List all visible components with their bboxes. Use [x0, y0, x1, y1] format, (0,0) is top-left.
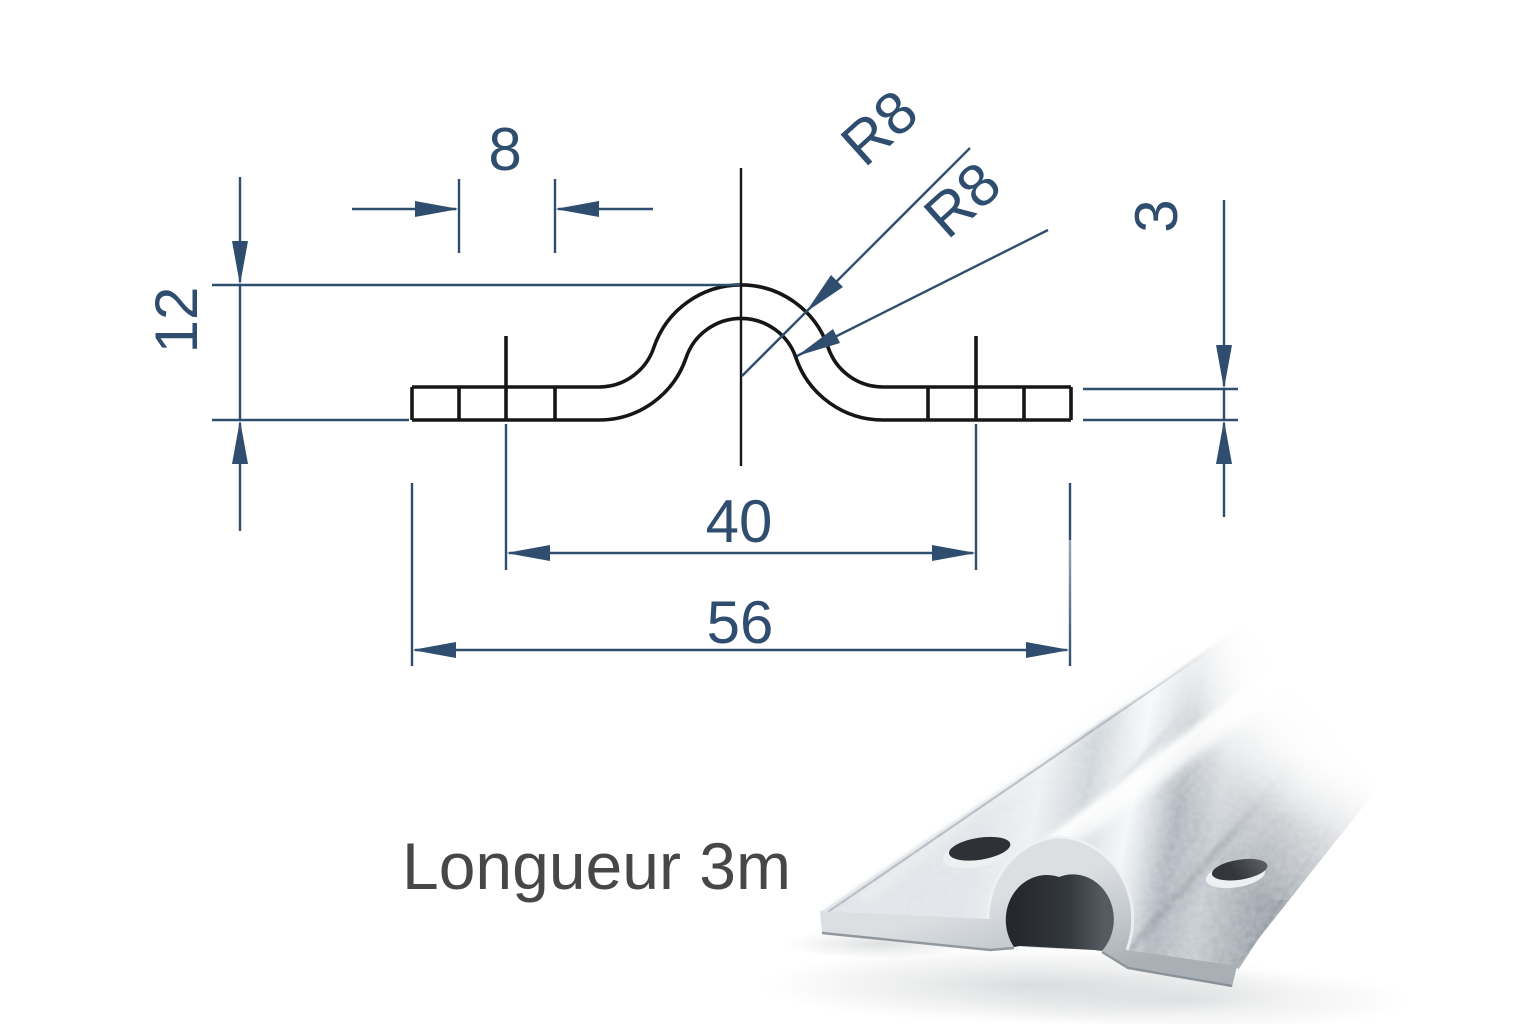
arrow-icon: [1216, 345, 1232, 389]
dim-label-12: 12: [143, 287, 210, 354]
arrow-icon: [412, 642, 456, 658]
dimension-8: 8: [352, 116, 653, 253]
profile-inner-outline: [412, 316, 1071, 422]
rail-ground-shadow: [955, 968, 1415, 1024]
arrow-icon: [415, 201, 459, 217]
dim-label-40: 40: [706, 488, 773, 555]
hole-section-lines: [457, 387, 1026, 420]
arrow-icon: [797, 329, 840, 356]
arrow-icon: [806, 275, 843, 312]
dimension-56: 56: [410, 483, 1072, 666]
profile-cross-section: [410, 168, 1073, 466]
arrow-icon: [506, 545, 550, 561]
rail-front-bottom-edge: [1101, 950, 1233, 988]
arrow-icon: [932, 545, 976, 561]
length-caption: Longueur 3m: [402, 829, 791, 903]
radius-leader-r8-inner: R8: [796, 149, 1049, 358]
rail-3d-render: [760, 480, 1536, 1024]
dim-label-8: 8: [488, 116, 521, 183]
arrow-icon: [232, 420, 248, 464]
arrow-icon: [1216, 420, 1232, 464]
dim-label-56: 56: [707, 589, 774, 656]
dimension-3: 3: [1083, 199, 1238, 517]
profile-outer-outline: [412, 283, 1071, 389]
dim-label-3: 3: [1123, 199, 1190, 232]
rail-distance-fade: [1180, 480, 1536, 840]
arrow-icon: [232, 241, 248, 285]
rail-front-bottom-edge: [821, 931, 1015, 952]
arrow-icon: [555, 201, 599, 217]
dimension-12: 12: [143, 177, 740, 531]
dimension-40: 40: [504, 424, 978, 570]
rail-hole-front: [942, 836, 1011, 869]
dim-label-r8-inner: R8: [911, 149, 1013, 250]
dim-label-r8-outer: R8: [828, 77, 930, 178]
